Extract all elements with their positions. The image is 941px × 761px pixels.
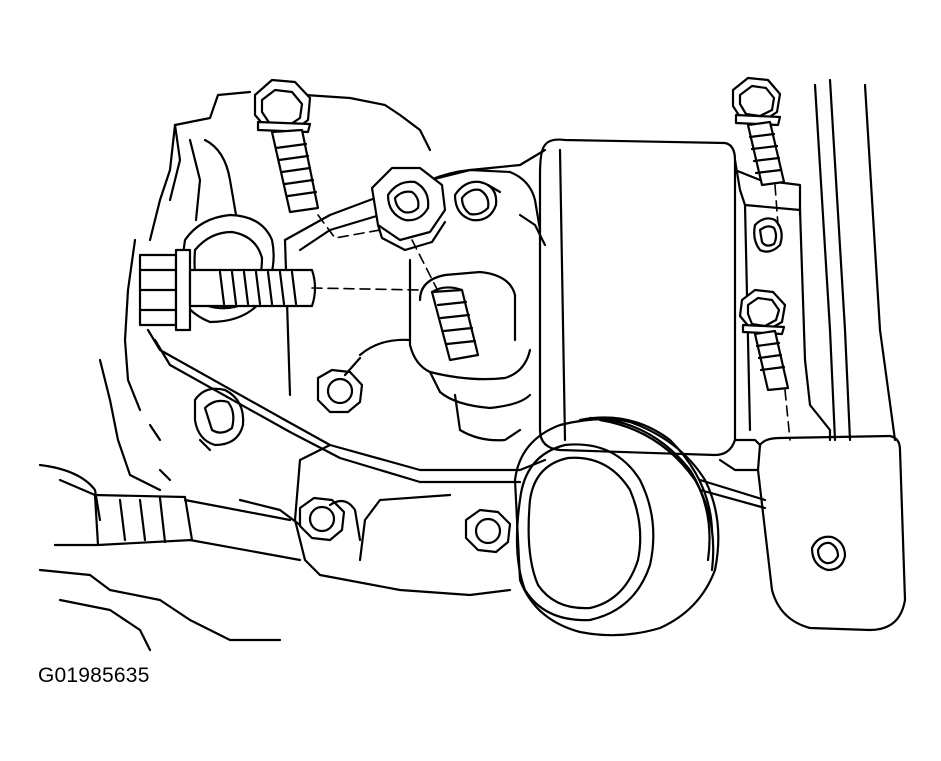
bracket-bolt-3: [466, 510, 510, 552]
bracket-bolt-2: [300, 498, 344, 540]
mount-flange: [430, 170, 540, 230]
top-right-bolt: [733, 78, 784, 185]
transmission-case: [40, 92, 430, 650]
pulley-damper: [515, 418, 718, 636]
shift-rod: [55, 480, 300, 560]
mount-stud-housing: [345, 215, 545, 440]
lower-right-plate: [700, 436, 905, 630]
top-left-bolt: [255, 80, 318, 212]
mount-nut: [372, 168, 445, 250]
figure-code: G01985635: [38, 664, 150, 687]
right-bracket: [745, 80, 895, 440]
mount-stud: [432, 287, 478, 360]
side-bolt: [140, 250, 315, 330]
alignment-lines: [312, 185, 790, 440]
bracket-bolt-1: [318, 370, 362, 412]
right-middle-bolt: [740, 290, 788, 390]
